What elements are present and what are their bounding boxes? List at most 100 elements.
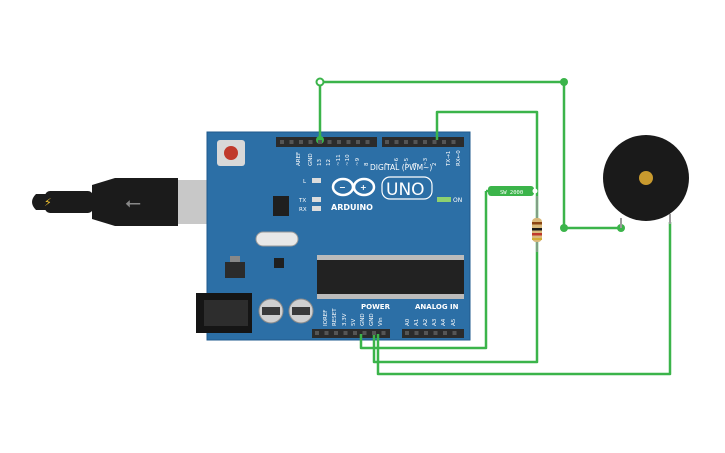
- piezo-buzzer[interactable]: [603, 135, 689, 228]
- header-pin-hole[interactable]: [334, 331, 338, 335]
- bottom-pin-label-7: A0: [405, 318, 411, 326]
- header-pin-hole[interactable]: [385, 140, 389, 144]
- junction-buzzer-left: [560, 224, 568, 232]
- digital-pin-label-11: 4: [413, 162, 419, 166]
- bottom-pin-label-2: 3.3V: [342, 313, 348, 326]
- reset-button-cap[interactable]: [224, 146, 238, 160]
- bottom-pin-label-12: A5: [451, 318, 457, 326]
- svg-text:−: −: [339, 183, 346, 192]
- junction-top-left: [315, 77, 325, 87]
- on-label: ON: [453, 197, 462, 204]
- header-pin-hole[interactable]: [414, 331, 419, 335]
- chip-pins-top: [317, 255, 464, 260]
- header-pin-hole[interactable]: [362, 331, 367, 335]
- digital-pin-label-1: GND: [308, 153, 314, 166]
- header-pin-hole[interactable]: [337, 140, 341, 144]
- header-pin-hole[interactable]: [452, 331, 457, 335]
- bottom-pin-label-1: RESET: [332, 308, 338, 326]
- bottom-pin-label-9: A2: [423, 319, 429, 326]
- bottom-pin-label-11: A4: [441, 318, 447, 326]
- capacitor-right-mark: [292, 307, 310, 315]
- switch-body: [488, 186, 534, 196]
- digital-label: DIGITAL (PWM~): [370, 163, 432, 172]
- l-led: [312, 178, 321, 183]
- header-pin-hole[interactable]: [405, 331, 409, 335]
- brand-text: ARDUINO: [331, 203, 373, 212]
- bottom-pin-label-10: A3: [432, 318, 438, 326]
- header-pin-hole[interactable]: [423, 140, 427, 144]
- header-pin-hole[interactable]: [356, 140, 360, 144]
- voltage-regulator: [225, 262, 245, 278]
- digital-pin-label-4: ~11: [336, 154, 342, 166]
- digital-pin-label-15: RX←0: [456, 150, 462, 166]
- usb-cable[interactable]: ⚡ ⭠: [32, 178, 218, 226]
- header-pin-hole[interactable]: [343, 331, 348, 335]
- model-text: UNO: [386, 180, 425, 200]
- bottom-pin-label-0: IOREF: [323, 310, 329, 326]
- header-pin-hole[interactable]: [404, 140, 408, 144]
- tx-led-label: TX: [298, 198, 306, 204]
- wire-switch-to-5v[interactable]: [359, 191, 488, 350]
- digital-pin-label-9: ~6: [394, 157, 400, 166]
- bottom-pin-label-3: 5V: [351, 319, 357, 326]
- switch-label: SW 2000: [500, 190, 523, 196]
- usb-symbol-icon: ⭠: [125, 190, 141, 214]
- resistor-band-1: [532, 222, 542, 225]
- header-pin-hole[interactable]: [381, 331, 386, 335]
- l-led-label: L: [303, 179, 307, 185]
- header-pin-hole[interactable]: [299, 140, 303, 144]
- bottom-pin-label-5: GND: [369, 313, 375, 326]
- resistor-band-3: [532, 233, 542, 236]
- on-led: [437, 197, 451, 202]
- header-pin-hole[interactable]: [318, 140, 322, 144]
- resistor[interactable]: [532, 196, 542, 252]
- header-pin-hole[interactable]: [372, 331, 376, 335]
- header-pin-hole[interactable]: [394, 140, 399, 144]
- usb-cable-end: [45, 191, 93, 213]
- usb-plug-body: [92, 178, 178, 226]
- model-badge: [381, 176, 433, 200]
- crystal-oscillator: [255, 231, 299, 247]
- svg-text:+: +: [360, 183, 367, 192]
- rx-led-label: RX: [299, 207, 307, 213]
- usb-chip: [273, 196, 289, 216]
- digital-pin-label-0: AREF: [296, 152, 302, 166]
- power-header: [312, 329, 390, 338]
- wire-buzzer-to-gnd[interactable]: [376, 222, 672, 376]
- header-pin-hole[interactable]: [289, 140, 294, 144]
- header-pin-hole[interactable]: [308, 140, 313, 144]
- header-pin-hole[interactable]: [432, 140, 437, 144]
- digital-pin-label-3: 12: [326, 159, 332, 166]
- header-pin-hole[interactable]: [315, 331, 319, 335]
- header-pin-hole[interactable]: [451, 140, 456, 144]
- header-pin-hole[interactable]: [442, 140, 446, 144]
- header-pin-hole[interactable]: [443, 331, 447, 335]
- bottom-pin-label-6: Vin: [378, 317, 384, 326]
- push-switch[interactable]: SW 2000: [488, 186, 538, 196]
- analog-header: [402, 329, 464, 338]
- resistor-band-2: [532, 228, 542, 231]
- digital-pin-label-12: ~3: [423, 157, 429, 166]
- header-pin-hole[interactable]: [365, 140, 370, 144]
- digital-header-left: [276, 137, 377, 147]
- header-pin-hole[interactable]: [413, 140, 418, 144]
- header-pin-hole[interactable]: [433, 331, 438, 335]
- header-pin-hole[interactable]: [353, 331, 357, 335]
- bottom-pin-label-8: A1: [414, 319, 420, 326]
- header-pin-hole[interactable]: [424, 331, 428, 335]
- bottom-pin-label-4: GND: [360, 313, 366, 326]
- usb-cable-tip: [32, 194, 50, 210]
- regulator-tab: [230, 256, 240, 262]
- microcontroller-chip: [317, 260, 464, 294]
- header-pin-hole[interactable]: [280, 140, 284, 144]
- power-label: POWER: [361, 303, 391, 311]
- header-pin-hole[interactable]: [327, 140, 332, 144]
- small-chip: [274, 258, 284, 268]
- digital-pin-label-6: ~9: [355, 157, 361, 166]
- header-pin-hole[interactable]: [324, 331, 329, 335]
- header-pin-hole[interactable]: [346, 140, 351, 144]
- lightning-icon: ⚡: [44, 196, 52, 209]
